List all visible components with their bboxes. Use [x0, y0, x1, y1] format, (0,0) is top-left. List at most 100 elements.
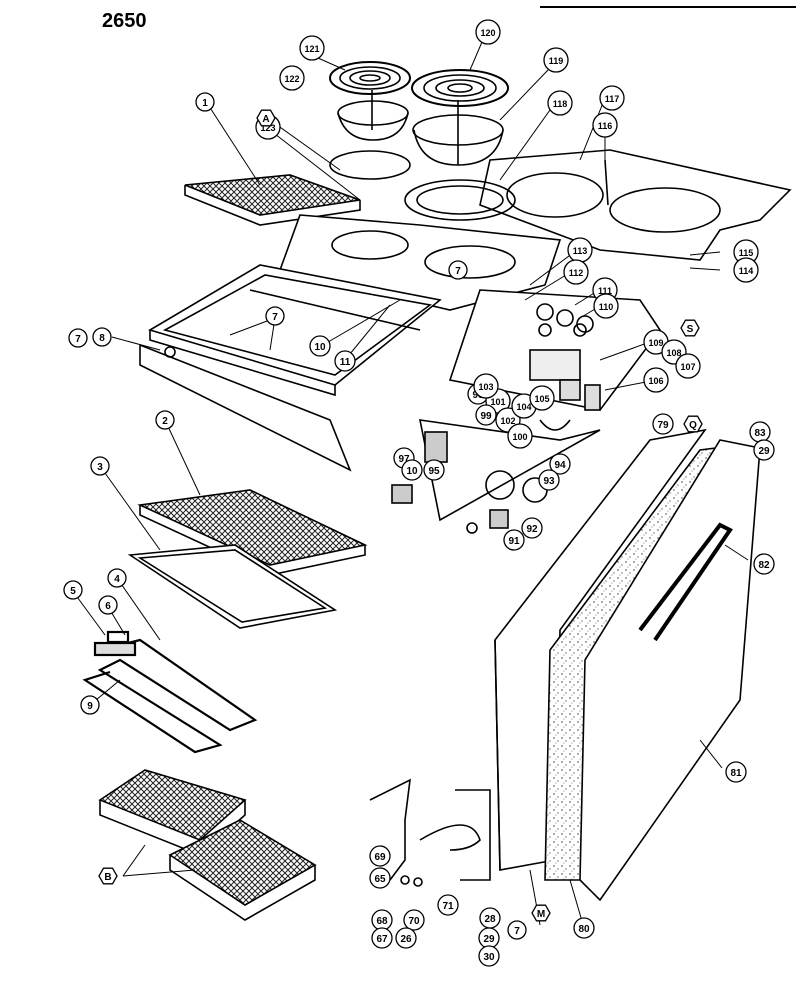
callout-label: 95: [428, 466, 440, 477]
callout-c10a: 10: [309, 335, 331, 357]
heating-element-9: [82, 630, 258, 754]
callout-cQ: Q: [683, 415, 703, 433]
callout-marker: [107, 568, 127, 588]
callout-cM: M: [531, 904, 551, 922]
callout-label: 65: [374, 874, 386, 885]
callout-marker: [543, 47, 569, 73]
callout-label: 30: [483, 952, 495, 963]
callout-marker: [448, 260, 468, 280]
callout-marker: [403, 909, 425, 931]
callout-marker: [652, 413, 674, 435]
callout-marker: [547, 90, 573, 116]
callout-label: 99: [480, 411, 492, 422]
callout-c112: 112: [563, 259, 589, 285]
callout-label: 7: [455, 266, 461, 277]
callout-label: 4: [114, 574, 120, 585]
trim-ring-118: [404, 179, 516, 221]
callout-c6: 6: [98, 595, 118, 615]
callout-c99: 99: [475, 404, 497, 426]
callout-label: 106: [648, 376, 663, 386]
callout-label: 105: [534, 394, 549, 404]
callout-label: 8: [99, 333, 105, 344]
callout-c29b: 29: [478, 927, 500, 949]
callout-c91: 91: [503, 529, 525, 551]
callout-c71: 71: [437, 894, 459, 916]
element-120: [411, 69, 509, 107]
callout-c70: 70: [403, 909, 425, 931]
callout-cA: A: [256, 109, 276, 127]
callout-marker: [401, 459, 423, 481]
callout-marker: [92, 327, 112, 347]
callout-c5: 5: [63, 580, 83, 600]
callout-marker: [475, 404, 497, 426]
callout-marker: [725, 761, 747, 783]
callout-marker: [279, 65, 305, 91]
callout-marker: [549, 453, 571, 475]
callout-label: 123: [260, 123, 275, 133]
callout-c26: 26: [395, 927, 417, 949]
callout-marker: [371, 927, 393, 949]
callout-marker: [423, 459, 445, 481]
callout-marker: [256, 109, 276, 127]
callout-marker: [475, 19, 501, 45]
callout-marker: [98, 595, 118, 615]
callout-c68: 68: [371, 909, 393, 931]
callout-marker: [643, 367, 669, 393]
callout-c94: 94: [549, 453, 571, 475]
callout-marker: [80, 695, 100, 715]
callout-c118: 118: [547, 90, 573, 116]
drip-pan-122: [337, 100, 409, 126]
callout-c4: 4: [107, 568, 127, 588]
callout-c7d: 7: [507, 920, 527, 940]
callout-label: 104: [516, 402, 531, 412]
callout-marker: [507, 920, 527, 940]
callout-marker: [680, 319, 700, 337]
callout-c100: 100: [507, 423, 533, 449]
trim-ring-123: [329, 150, 411, 180]
callout-c106: 106: [643, 367, 669, 393]
callout-marker: [195, 92, 215, 112]
callout-label: 114: [739, 266, 754, 276]
callout-marker: [531, 904, 551, 922]
callout-label: 113: [573, 246, 588, 256]
callout-c122: 122: [279, 65, 305, 91]
callout-marker: [753, 553, 775, 575]
callout-marker: [68, 328, 88, 348]
callout-marker: [63, 580, 83, 600]
callout-marker: [733, 257, 759, 283]
callout-label: 29: [758, 446, 770, 457]
callout-c121: 121: [299, 35, 325, 61]
callout-c7b: 7: [68, 328, 88, 348]
callout-c1: 1: [195, 92, 215, 112]
callout-label: 7: [514, 926, 520, 937]
callout-c65: 65: [369, 867, 391, 889]
callout-label: 68: [376, 916, 388, 927]
callout-marker: [507, 423, 533, 449]
callout-label: 97: [398, 454, 410, 465]
callout-label: 69: [374, 852, 386, 863]
callout-label: 82: [758, 560, 770, 571]
callout-marker: [395, 927, 417, 949]
hinge-69: [369, 778, 411, 881]
callout-marker: [753, 439, 775, 461]
callout-label: 109: [648, 338, 663, 348]
callout-marker: [473, 373, 499, 399]
callout-c105: 105: [529, 385, 555, 411]
callout-label: 108: [666, 348, 681, 358]
callout-marker: [538, 469, 560, 491]
callout-label: 3: [97, 462, 103, 473]
door-handle-82: [638, 522, 733, 642]
callout-c28: 28: [479, 907, 501, 929]
callout-label: 93: [543, 476, 555, 487]
line-art: [71, 41, 792, 929]
callout-marker: [592, 112, 618, 138]
callout-label: 83: [754, 428, 766, 439]
callout-label: 71: [442, 901, 454, 912]
callout-label: 70: [408, 916, 420, 927]
callout-marker: [437, 894, 459, 916]
callout-marker: [369, 867, 391, 889]
callout-cS: S: [680, 319, 700, 337]
callout-label: 121: [304, 44, 319, 54]
callout-label: 91: [508, 536, 520, 547]
